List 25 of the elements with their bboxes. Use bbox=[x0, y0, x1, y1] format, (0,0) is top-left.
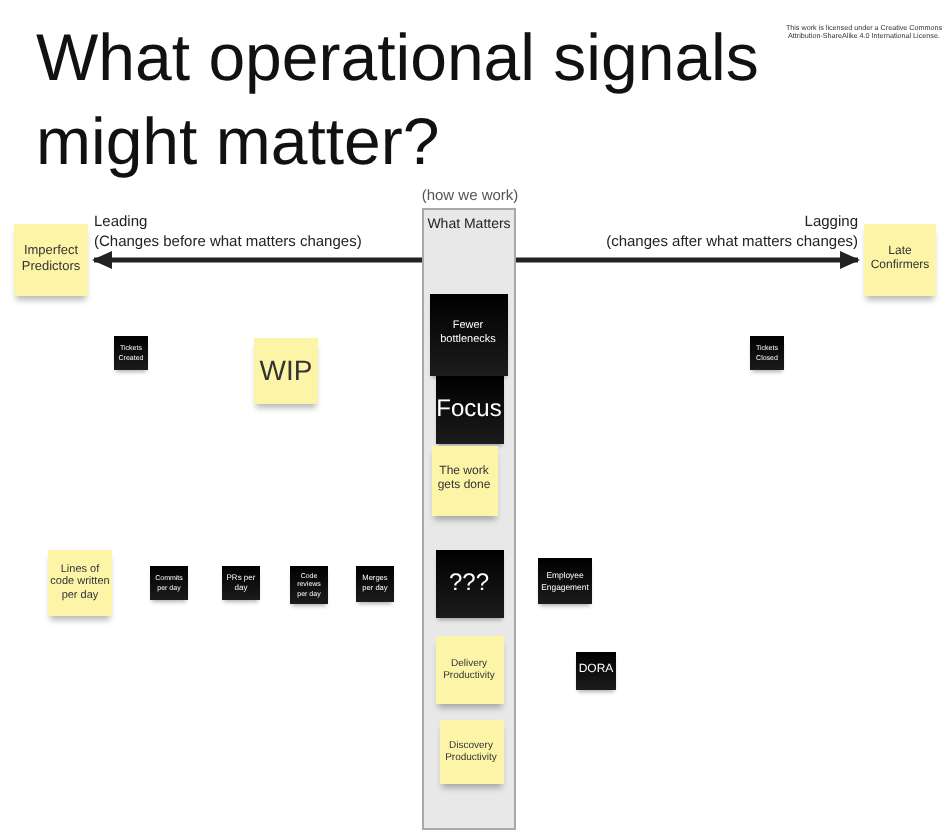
sticky-note bbox=[431, 445, 497, 515]
sticky-note bbox=[14, 224, 88, 296]
sticky-note bbox=[864, 224, 936, 296]
sticky-note bbox=[576, 652, 616, 690]
column-panel bbox=[422, 208, 516, 830]
sticky-note bbox=[222, 566, 260, 600]
sticky-note bbox=[750, 336, 784, 370]
sticky-note bbox=[435, 635, 503, 703]
sticky-note bbox=[150, 566, 188, 600]
note-label: Focus bbox=[436, 394, 502, 424]
note-label: WIP bbox=[259, 354, 313, 388]
title: What operational signals might matter? bbox=[36, 18, 761, 182]
sticky-note bbox=[356, 566, 394, 602]
sticky-note bbox=[538, 558, 592, 604]
arrow bbox=[92, 251, 422, 269]
sticky-note bbox=[254, 338, 318, 404]
sticky-note bbox=[435, 375, 503, 443]
note-label: ??? bbox=[448, 568, 490, 598]
sticky-note bbox=[439, 719, 503, 783]
sticky-note bbox=[435, 549, 503, 617]
sticky-note bbox=[290, 566, 328, 604]
sticky-note bbox=[114, 336, 148, 370]
sticky-note bbox=[48, 550, 112, 616]
arrow bbox=[516, 251, 860, 269]
sticky-note bbox=[429, 293, 507, 375]
